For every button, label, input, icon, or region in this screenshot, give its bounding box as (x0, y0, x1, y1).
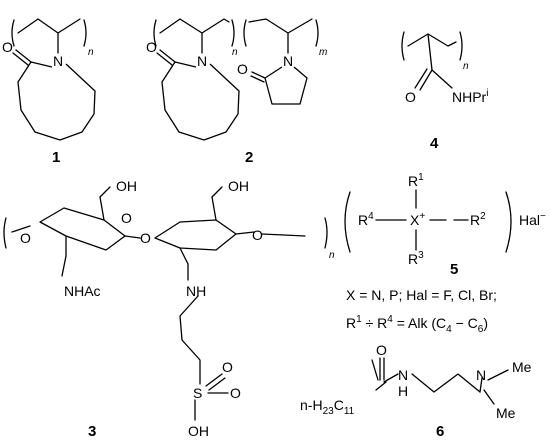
compound-3-hydroxyl-1: OH (116, 178, 137, 194)
compound-3-hydroxyl-2: OH (228, 178, 249, 194)
compound-2-number: 2 (245, 149, 253, 166)
compound-5-r4: R4 (358, 211, 374, 228)
compound-3-sulfonyl-oxygen-2: O (230, 385, 241, 401)
compound-3-sulfonyl-oxygen-1: O (222, 359, 233, 375)
compound-1-n-index: n (88, 47, 94, 58)
compound-5-structure (344, 189, 512, 253)
compound-6-oxygen: O (376, 342, 387, 358)
compound-1-nitrogen: N (53, 53, 63, 69)
compound-2-nitrogen-2: N (283, 53, 293, 69)
compound-6-amide-nitrogen: N (398, 367, 408, 383)
compound-1-number: 1 (52, 149, 60, 166)
compound-3-sulfur: S (193, 385, 202, 401)
compound-4-amide-group: NHPri (452, 88, 488, 105)
compound-4-number: 4 (430, 135, 439, 152)
compound-2-nitrogen-1: N (197, 53, 207, 69)
compound-1-structure (11, 18, 96, 141)
compound-5-halide: Hal− (519, 211, 546, 228)
compound-3-glycosidic-oxygen: O (140, 230, 151, 246)
compound-6-amide-hydrogen: H (398, 383, 408, 399)
compound-5-central-atom: X+ (410, 211, 425, 228)
compound-5-r1: R1 (408, 172, 424, 189)
compound-6-methyl-2: Me (496, 405, 516, 421)
compound-3-n-index: n (329, 250, 335, 261)
compound-2-oxygen-2: O (237, 61, 248, 77)
compound-4-structure (401, 31, 463, 91)
compound-3-ring-oxygen-1: O (121, 210, 132, 226)
compound-5-number: 5 (450, 261, 458, 278)
compound-3-oxygen-left: O (20, 230, 31, 246)
compound-2-m-index: m (319, 47, 327, 58)
compound-6-number: 6 (436, 423, 444, 440)
compound-2-oxygen-1: O (146, 39, 157, 55)
compound-3-acetamido: NHAc (64, 283, 101, 299)
compound-5-r2: R2 (470, 211, 486, 228)
compound-6-methyl-1: Me (512, 359, 532, 375)
compound-3-ring-oxygen-2: O (252, 227, 263, 243)
compound-4-oxygen: O (405, 89, 416, 105)
compound-2-n-index: n (232, 47, 238, 58)
compound-3-sulfonic-hydroxyl: OH (188, 423, 209, 439)
compound-6-amine-nitrogen: N (476, 367, 486, 383)
compound-5-r3: R3 (408, 250, 424, 267)
compound-3-amine: NH (186, 283, 206, 299)
compound-3-number: 3 (88, 423, 96, 440)
compound-6-alkyl-chain: n-H23C11 (300, 397, 355, 417)
compound-2-structure (153, 18, 319, 141)
compound-6-structure (371, 357, 509, 405)
compound-5-condition-line-2: R1 ÷ R4 = Alk (C4 − C6) (346, 314, 488, 335)
compound-1-oxygen: O (2, 39, 13, 55)
compound-4-n-index: n (463, 61, 469, 72)
compound-5-condition-line-1: X = N, P; Hal = F, Cl, Br; (346, 287, 497, 303)
compound-3-structure (3, 186, 328, 421)
